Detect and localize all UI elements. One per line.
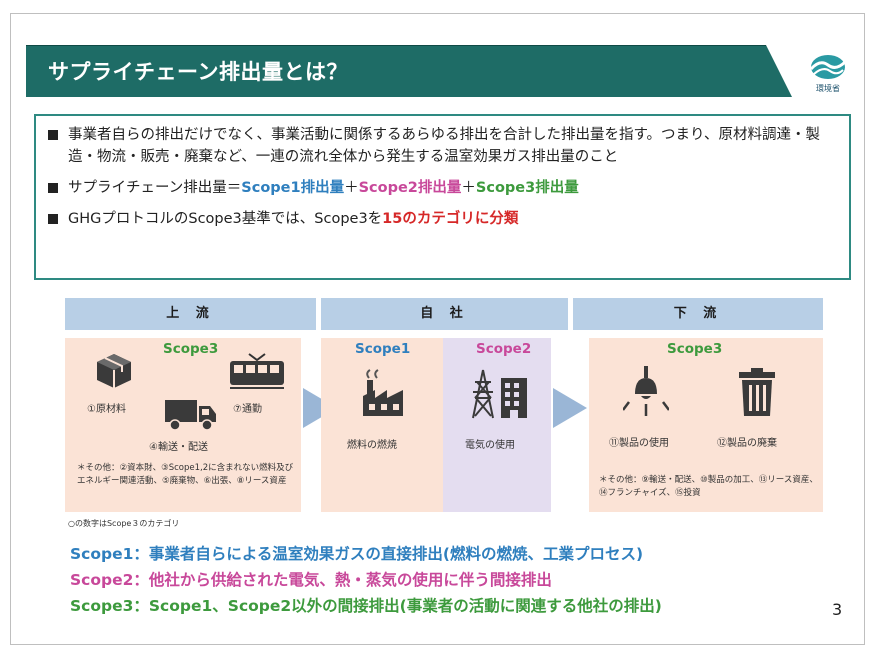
train-icon [230, 353, 284, 389]
definition-scope3: Scope3：Scope1、Scope2以外の間接排出(事業者の活動に関連する他… [70, 597, 662, 615]
bullet-2-plus1: ＋ [344, 180, 359, 196]
flow-arrow-icon [303, 388, 337, 428]
downstream-item-product-use: ⑪製品の使用 [609, 438, 669, 449]
company-scope2-panel: Scope2 電気の使用 [443, 338, 551, 512]
ministry-logo: 環境省 [805, 52, 851, 94]
header-upstream: 上 流 [65, 298, 316, 330]
page-title: サプライチェーン排出量とは？ [48, 60, 348, 84]
bullet-2-plus2: ＋ [461, 180, 476, 196]
bullet-3-highlight: 15のカテゴリに分類 [382, 211, 519, 227]
definition-scope1: Scope1：事業者自らによる温室効果ガスの直接排出(燃料の燃焼、工業プロセス) [70, 545, 644, 563]
trash-can-icon [739, 368, 775, 416]
lamp-icon [623, 366, 669, 416]
company-scope1-panel: Scope1 燃料の燃焼 [321, 338, 443, 512]
downstream-note: ＊その他：⑨輸送・配送、⑩製品の加工、⑬リース資産、⑭フランチャイズ、⑮投資 [599, 475, 818, 498]
downstream-scope-label: Scope3 [667, 341, 723, 357]
truck-icon [165, 400, 216, 431]
bullet-2-scope3: Scope3排出量 [475, 180, 579, 196]
title-banner: サプライチェーン排出量とは？ [26, 45, 792, 97]
summary-bullet-1: 事業者自らの排出だけでなく、事業活動に関係するあらゆる排出を合計した排出量を指す… [48, 124, 837, 168]
upstream-item-commuting: ⑦通勤 [233, 404, 262, 415]
bullet-2-prefix: サプライチェーン排出量＝ [68, 180, 242, 196]
logo-text: 環境省 [816, 84, 840, 93]
upstream-panel: Scope3 ①原材料 ⑦通勤 ④輸送・配送 ＊その他：②資本財、③Scope1… [65, 338, 301, 512]
company-scope1-label: Scope1 [355, 341, 411, 357]
bullet-2-scope2: Scope2排出量 [358, 180, 462, 196]
definition-scope2: Scope2：他社から供給された電気、熱・蒸気の使用に伴う間接排出 [70, 571, 552, 589]
header-downstream: 下 流 [573, 298, 823, 330]
bullet-2-scope1: Scope1排出量 [241, 180, 345, 196]
header-company: 自 社 [321, 298, 568, 330]
logo-icon [809, 55, 847, 79]
bullet-square-icon [48, 214, 58, 224]
bullet-3-prefix: GHGプロトコルのScope3基準では、Scope3を [68, 211, 383, 227]
upstream-note: ＊その他：②資本財、③Scope1,2に含まれない燃料及びエネルギー関連活動、⑤… [77, 463, 294, 486]
category-footnote: ○の数字はScope３のカテゴリ [68, 519, 180, 528]
downstream-panel: Scope3 ⑪製品の使用 ⑫製品の廃棄 ＊その他：⑨輸送・配送、⑩製品の加工、… [589, 338, 823, 512]
company-scope2-label: Scope2 [476, 341, 532, 357]
bullet-square-icon [48, 183, 58, 193]
power-tower-icon [472, 369, 527, 419]
bullet-1-text: 事業者自らの排出だけでなく、事業活動に関係するあらゆる排出を合計した排出量を指す… [68, 127, 820, 165]
downstream-item-product-disposal: ⑫製品の廃棄 [717, 438, 777, 449]
factory-icon [363, 369, 403, 416]
company-item-fuel: 燃料の燃焼 [347, 440, 397, 451]
bullet-square-icon [48, 130, 58, 140]
summary-bullet-2: サプライチェーン排出量＝Scope1排出量＋Scope2排出量＋Scope3排出… [48, 177, 837, 199]
upstream-scope-label: Scope3 [163, 341, 219, 357]
box-icon [97, 354, 131, 388]
summary-box: 事業者自らの排出だけでなく、事業活動に関係するあらゆる排出を合計した排出量を指す… [34, 114, 851, 280]
company-item-electricity: 電気の使用 [465, 440, 515, 451]
upstream-item-transport: ④輸送・配送 [149, 442, 208, 453]
flow-arrow-icon [553, 388, 587, 428]
upstream-item-raw-materials: ①原材料 [87, 404, 126, 415]
banner-shape [26, 45, 792, 97]
summary-bullet-3: GHGプロトコルのScope3基準では、Scope3を15のカテゴリに分類 [48, 208, 837, 230]
page-number: 3 [832, 600, 843, 619]
